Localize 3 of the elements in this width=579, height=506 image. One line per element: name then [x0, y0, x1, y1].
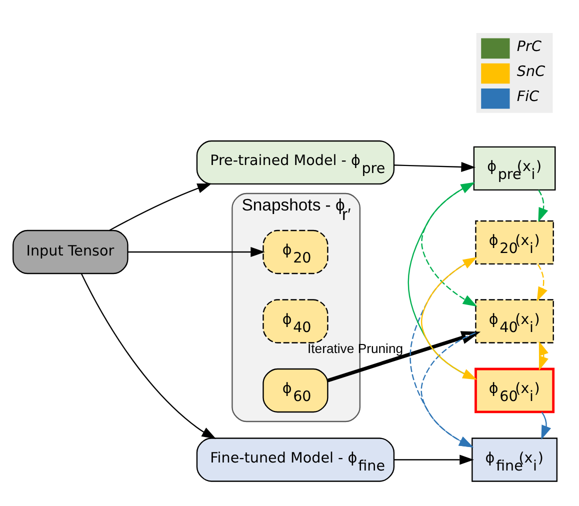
legend-label: PrC [516, 38, 542, 54]
legend-label: SnC [516, 64, 546, 80]
legend-label: FiC [516, 88, 540, 105]
